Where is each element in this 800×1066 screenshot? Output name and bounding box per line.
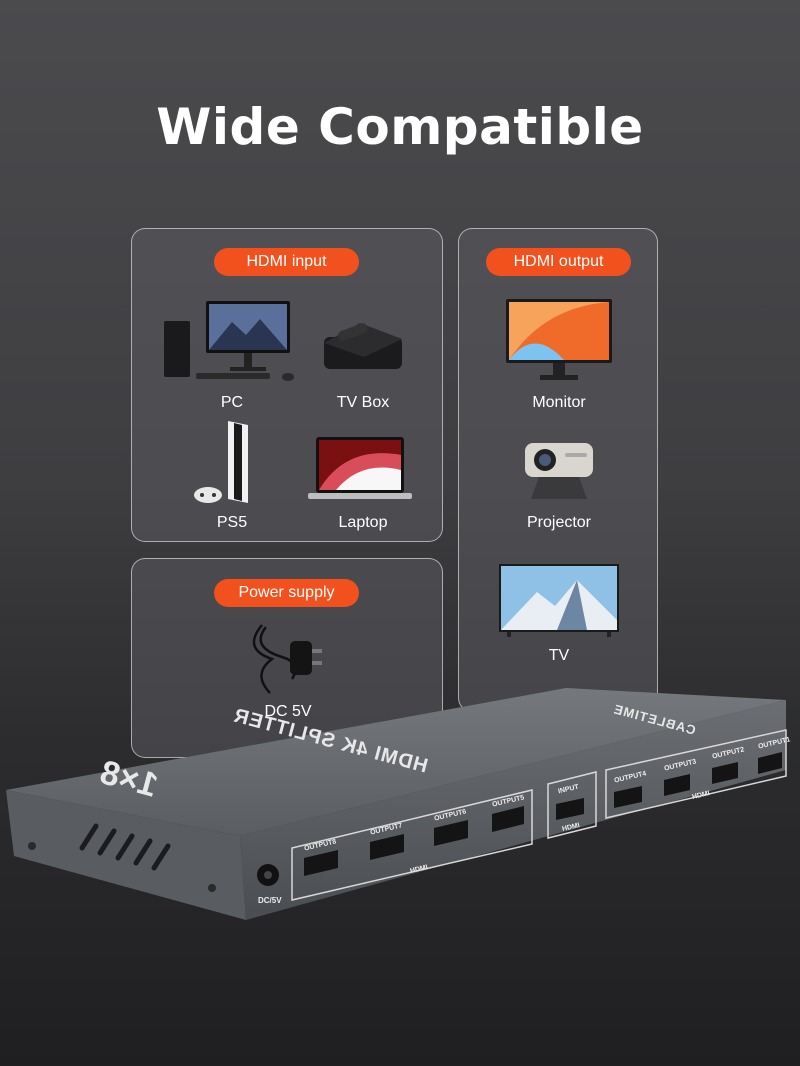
projector-icon: [525, 443, 593, 499]
tv-icon: [499, 564, 619, 637]
ps5-label: PS5: [216, 514, 248, 531]
power-supply-badge: Power supply: [214, 579, 359, 607]
monitor-label: Monitor: [532, 394, 586, 411]
hdmi-output-panel: HDMI output Monitor Projector TV: [458, 228, 658, 712]
laptop-icon: [308, 437, 412, 499]
hdmi-output-badge: HDMI output: [486, 248, 631, 276]
tv-box-icon: [324, 323, 402, 369]
tv-box-label: TV Box: [336, 394, 390, 411]
ps5-icon: [194, 421, 248, 503]
pc-icon: [164, 301, 294, 381]
power-adapter-icon: [252, 624, 322, 694]
hdmi-input-badge: HDMI input: [214, 248, 359, 276]
tv-label: TV: [548, 647, 570, 664]
monitor-icon: [506, 299, 612, 380]
dc-5v-label: DC 5V: [264, 703, 312, 720]
page-title: Wide Compatible: [156, 98, 644, 156]
laptop-label: Laptop: [338, 514, 388, 531]
pc-label: PC: [220, 394, 244, 411]
hdmi-input-panel: HDMI input PC TV Box PS5 Laptop: [131, 228, 443, 542]
projector-label: Projector: [526, 514, 592, 531]
power-supply-panel: Power supply DC 5V: [131, 558, 443, 758]
dc-port-label: DC/5V: [258, 896, 282, 905]
hdmi-splitter-device: [6, 688, 787, 920]
